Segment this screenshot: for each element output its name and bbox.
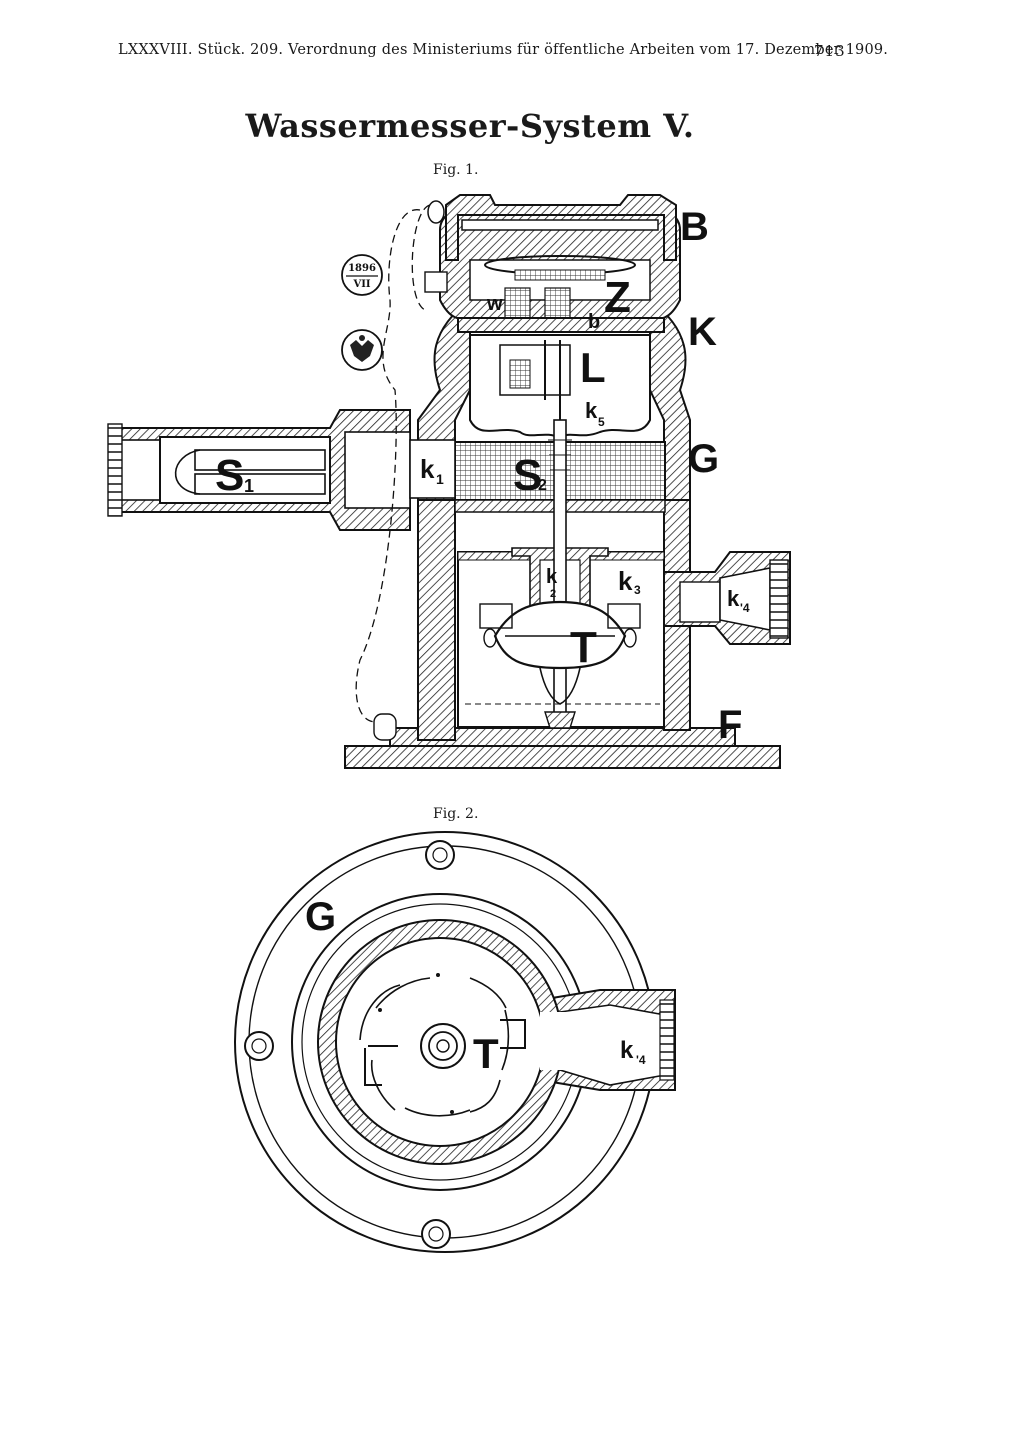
label-k5-sub: 5	[598, 415, 605, 429]
label-T: T	[570, 623, 597, 672]
seal-wire	[355, 209, 421, 723]
label-k3: k	[618, 566, 633, 596]
turbine-wheel	[493, 600, 627, 670]
page-number: 713	[814, 42, 846, 60]
housing-right-upper	[649, 297, 691, 501]
label-G: G	[688, 437, 719, 481]
label-S2: S	[513, 451, 542, 500]
label-K: K	[688, 310, 717, 354]
cover-cap	[445, 194, 677, 261]
label-k2-sub: 2	[550, 588, 556, 600]
plan-label-k4-sub: '4	[636, 1053, 646, 1067]
label-k4-sub: '4	[740, 601, 750, 615]
label-L: L	[580, 344, 606, 391]
label-k1: k	[420, 454, 435, 484]
plan-label-G: G	[305, 895, 336, 939]
plate-b	[457, 317, 665, 333]
plan-turbine	[359, 973, 526, 1117]
label-w: w	[486, 293, 503, 315]
label-B: B	[680, 205, 709, 249]
figure-1-section: 1896 VII B Z K w b L k 5 G S 1 k 1 S 2 k…	[107, 194, 791, 769]
label-S2-sub: 2	[538, 477, 547, 494]
housing-left-wall	[417, 499, 456, 741]
label-k2: k	[546, 566, 558, 588]
label-S1-sub: 1	[244, 476, 254, 496]
label-k5: k	[585, 398, 598, 423]
seal-year-text: 1896	[348, 263, 376, 274]
seal-stamp-year	[341, 254, 383, 296]
eagle-seal-icon	[341, 329, 383, 371]
label-k1-sub: 1	[436, 471, 444, 487]
page-title: Wassermesser-System V.	[245, 107, 695, 145]
label-F: F	[718, 703, 742, 747]
figure-2-plan: G T k '4	[234, 831, 676, 1253]
figure-2-caption: Fig. 2.	[433, 806, 479, 822]
label-k3-sub: 3	[634, 583, 641, 597]
label-b: b	[588, 311, 600, 333]
label-S1: S	[215, 451, 244, 500]
figure-1-caption: Fig. 1.	[433, 162, 479, 178]
label-Z: Z	[604, 273, 631, 322]
base-flange	[344, 745, 781, 769]
seal-roman-text: VII	[352, 279, 370, 290]
plan-label-k4: k	[620, 1037, 634, 1064]
plan-label-T: T	[473, 1030, 499, 1077]
running-head: LXXXVIII. Stück. 209. Verordnung des Min…	[118, 42, 889, 58]
label-k4: k	[727, 586, 740, 611]
